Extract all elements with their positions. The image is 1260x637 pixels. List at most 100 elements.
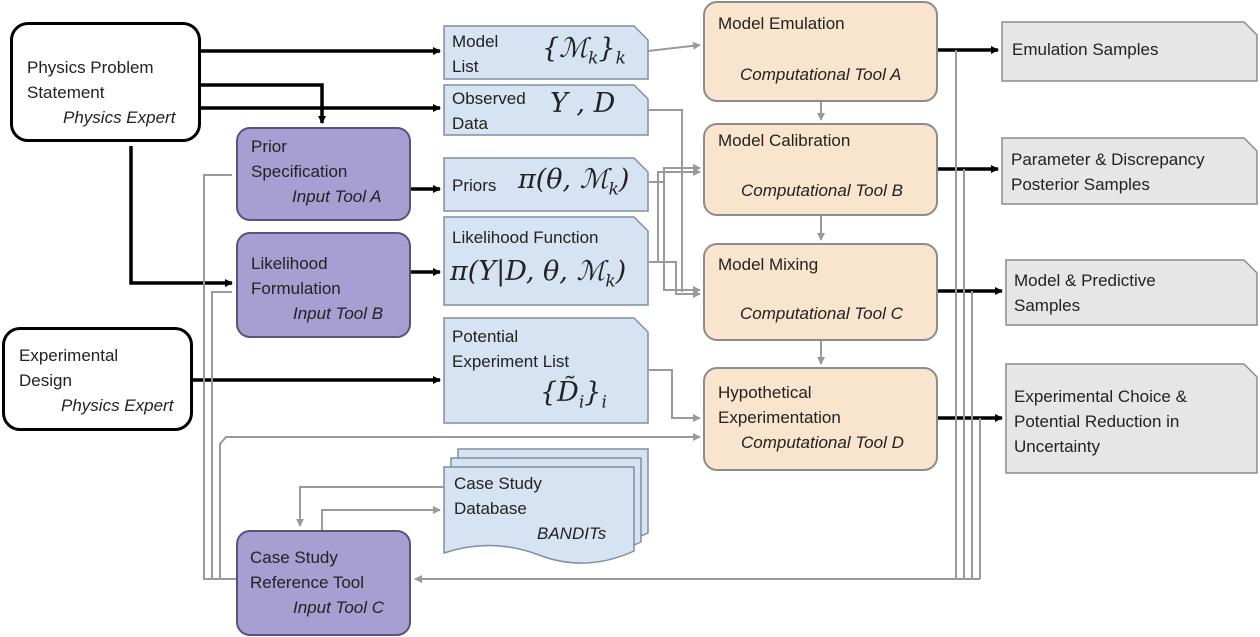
observed-math: Y , D [550,88,616,119]
model-list-math-main: {ℳ [542,33,589,64]
problem-line2: Statement [27,83,105,102]
observed-data-shape [443,84,649,136]
hypothetical-line2: Experimentation [718,408,841,427]
model-list-math-close: } [598,33,616,64]
calibration-tool: Computational Tool B [741,181,903,200]
hypothetical-experimentation-box: Hypothetical Experimentation Computation… [703,367,938,471]
model-emulation-box: Model Emulation Computational Tool A [703,1,938,102]
problem-line1: Physics Problem [27,58,154,77]
model-list-math: {ℳk}k [542,33,626,71]
priors-math-main: π(θ, ℳ [518,164,609,195]
potential-math: {D̃i}i [540,377,607,415]
out-calibration: Parameter & Discrepancy Posterior Sample… [1002,138,1257,204]
potential-math-sub: i [578,392,585,413]
prior-line1: Prior [251,137,287,156]
potential-line2: Experiment List [452,352,570,371]
model-mixing-box: Model Mixing Computational Tool C [703,243,938,341]
model-list-line1: Model [452,32,499,51]
arrow-model-list-to-emulation [647,41,701,52]
out-mixing-line1: Model & Predictive [1014,271,1156,290]
likelihood-fn-math-sub: k [605,271,616,292]
out-mixing: Model & Predictive Samples [1006,260,1257,325]
case-study-reference-box: Case Study Reference Tool Input Tool C [236,530,411,636]
out-hypothetical: Experimental Choice & Potential Reductio… [1006,364,1257,473]
model-list-doc: Model List {ℳk}k [444,26,648,79]
black-connectors [129,46,1003,422]
arrow-potential-to-hypothetical [648,369,701,422]
emulation-title: Model Emulation [718,14,845,33]
arrow-case-ref-to-database [321,506,441,530]
case-ref-line2: Reference Tool [250,573,365,592]
out-calibration-line1: Parameter & Discrepancy [1011,150,1205,169]
observed-line1: Observed [452,89,526,108]
priors-doc: Priors π(θ, ℳk) [444,158,648,211]
arrow-database-to-case-ref [296,486,444,527]
likelihood-fn-label: Likelihood Function [452,228,599,247]
priors-math-sub: k [608,179,619,200]
database-stack-front [443,466,635,564]
priors-math: π(θ, ℳk) [518,164,630,202]
out-calibration-line2: Posterior Samples [1011,175,1150,194]
out-mixing-shape [1005,259,1258,326]
case-ref-line1: Case Study [250,548,338,567]
observed-line2: Data [452,114,488,133]
feedback-case-ref-to-inputs [203,174,700,580]
likelihood-form-line1: Likelihood [251,254,328,273]
out-hypothetical-line2: Potential Reduction in [1014,412,1180,431]
model-calibration-box: Model Calibration Computational Tool B [703,123,938,216]
potential-list-doc: Potential Experiment List {D̃i}i [444,318,648,423]
model-list-math-sub: k [588,48,599,69]
likelihood-form-line2: Formulation [251,279,341,298]
potential-math-close: } [584,377,602,408]
calibration-title: Model Calibration [718,131,851,150]
potential-math-main: {D̃ [540,377,579,408]
likelihood-fn-math-close: ) [615,256,627,287]
out-emulation-shape [1001,21,1258,82]
problem-statement-box: Physics Problem Statement Physics Expert [10,22,201,142]
arrow-problem-to-likelihood [129,146,233,287]
case-study-database-doc: Case Study Database BANDITs [444,467,634,557]
model-list-shape [443,25,649,80]
mixing-tool: Computational Tool C [740,304,903,323]
problem-role: Physics Expert [63,108,176,127]
hypothetical-tool: Computational Tool D [741,433,904,452]
out-calibration-shape [1001,137,1258,205]
out-hypothetical-line1: Experimental Choice & [1014,387,1187,406]
arrow-observed-to-calibration [648,109,701,172]
prior-tool: Input Tool A [292,187,382,206]
prior-specification-box: Prior Specification Input Tool A [236,127,411,221]
design-line2: Design [19,371,72,390]
hypothetical-line1: Hypothetical [718,383,812,402]
potential-math-sub2: i [601,392,607,413]
database-line2: Database [454,499,527,518]
database-line1: Case Study [454,474,542,493]
likelihood-fn-math-main: π(Y|D, θ, ℳ [450,256,606,287]
design-role: Physics Expert [61,396,174,415]
feedback-outputs-to-case-ref [415,50,981,579]
potential-list-shape [443,317,649,424]
priors-math-close: ) [618,164,630,195]
prior-line2: Specification [251,162,348,181]
out-hypothetical-line3: Uncertainty [1014,437,1100,456]
arrow-priors-to-mixing [648,181,701,294]
experimental-design-box: Experimental Design Physics Expert [2,327,193,431]
gray-connectors [203,41,981,580]
potential-line1: Potential [452,327,519,346]
arrow-function-to-calibration [648,168,701,263]
model-list-math-sub2: k [615,48,626,69]
mixing-title: Model Mixing [718,255,819,274]
emulation-tool: Computational Tool A [740,65,902,84]
database-name: BANDITs [537,524,607,543]
likelihood-function-doc: Likelihood Function π(Y|D, θ, ℳk) [444,217,648,305]
likelihood-function-shape [443,216,649,306]
priors-shape [443,157,649,212]
out-hypothetical-shape [1005,363,1258,474]
out-mixing-line2: Samples [1014,296,1081,315]
priors-label: Priors [452,176,497,195]
design-line1: Experimental [19,346,119,365]
arrow-problem-to-prior [201,83,326,124]
model-list-line2: List [452,57,479,76]
arrow-function-to-mixing [648,261,701,298]
